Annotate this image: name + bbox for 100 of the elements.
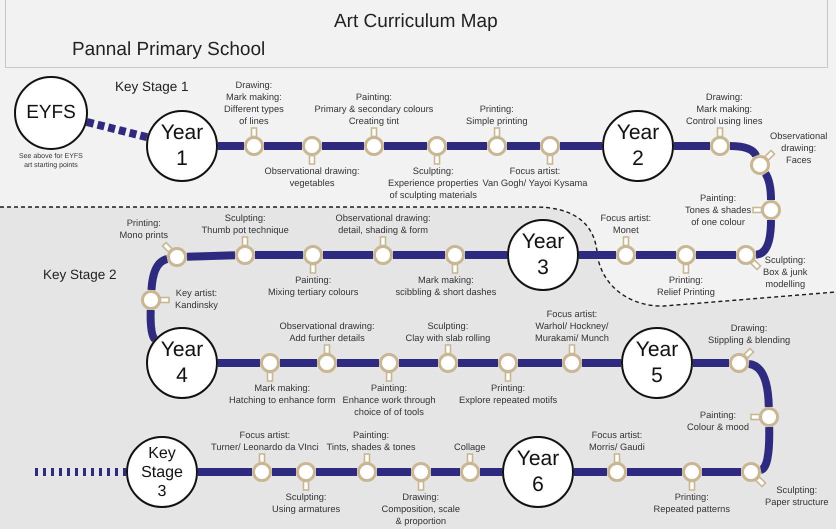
station-label: Key artist: Kandinsky (175, 287, 218, 311)
circle-label: Key Stage 3 (141, 444, 183, 500)
station-circle (710, 136, 730, 156)
station-label: Sculpting: Thumb pot technique (202, 212, 289, 236)
school-name: Pannal Primary School (72, 38, 266, 61)
dashed-route-line (86, 118, 148, 142)
circle-label: Year 2 (616, 120, 660, 172)
station-circle (616, 245, 636, 265)
route-line (218, 142, 244, 150)
route-line (337, 359, 379, 367)
station-circle (540, 136, 560, 156)
route-line (431, 468, 460, 476)
route-line (458, 359, 498, 367)
route-line (255, 251, 303, 259)
route-line (186, 251, 236, 261)
route-line (146, 310, 158, 342)
route-line (762, 171, 775, 200)
station-label: Painting: Enhance work through choice of of tools (342, 382, 436, 418)
route-line (384, 142, 427, 150)
route-line (323, 251, 373, 259)
station-label: Focus artist: Van Gogh/ Yayoi Kysama (482, 165, 588, 189)
route-line (579, 251, 616, 259)
route-line (693, 359, 729, 367)
route-line (316, 468, 357, 476)
route-line (465, 251, 507, 259)
circle-label: Year 3 (522, 229, 564, 281)
station-circle (487, 136, 507, 156)
station-label: Painting: Tints, shades & tones (326, 429, 416, 453)
title: Art Curriculum Map (334, 11, 498, 33)
station-label: Sculpting: Using armatures (272, 491, 340, 515)
station-circle (676, 245, 696, 265)
station-label: Drawing: Mark making: Control using lines (686, 91, 762, 127)
route-line (518, 359, 562, 367)
route-line (393, 251, 445, 259)
station-label: Focus artist: Turner/ Leonardo da VInci (211, 429, 319, 453)
route-line (730, 142, 760, 158)
station-circle (750, 155, 770, 175)
station-label: Drawing: Mark making: Different types of lines (224, 79, 284, 127)
station-circle (244, 136, 264, 156)
route-line (755, 220, 775, 259)
station-label: Printing: Mono prints (120, 217, 168, 241)
route-line (759, 426, 774, 474)
station-label: Sculpting: Experience properties of sculpting materials (388, 165, 478, 201)
route-line (696, 251, 736, 259)
circle-label: Year 5 (636, 337, 678, 389)
station-label: Drawing: Composition, scale & proportion (382, 491, 460, 527)
route-line (218, 359, 260, 367)
station-label: Sculpting: Clay with slab rolling (406, 320, 490, 344)
circle-label: Year 1 (160, 120, 204, 172)
station-circle (364, 136, 384, 156)
station-label: Observational drawing: Faces (770, 130, 828, 166)
station-label: Mark making: Hatching to enhance form (229, 382, 336, 406)
station-circle (736, 245, 756, 265)
station-label: Observational drawing: detail, shading & form (336, 212, 431, 236)
route-line (480, 468, 502, 476)
route-line (198, 468, 252, 476)
station-label: Focus artist: Monet (600, 212, 652, 236)
station-label: Sculpting: Paper structure (765, 484, 829, 508)
route-line (264, 142, 302, 150)
route-line (560, 142, 602, 150)
station-label: Printing: Repeated patterns (654, 491, 730, 515)
station-circle (302, 136, 322, 156)
station-label: Observational drawing: Add further details (280, 320, 375, 344)
station-label: Drawing: Stippling & blending (708, 322, 790, 346)
route-line (377, 468, 411, 476)
section-label: Key Stage 1 (115, 79, 189, 95)
station-label: Painting: Primary & secondary colours Creating tint (314, 91, 434, 127)
station-circle (761, 200, 781, 220)
station-label: Mark making: scibbling & short dashes (396, 274, 496, 298)
route-line (636, 251, 676, 259)
circle-label: Year 4 (160, 337, 204, 389)
station-label: Printing: Explore repeated motifs (459, 382, 558, 406)
route-line (148, 255, 168, 290)
circle-label: EYFS (26, 102, 76, 124)
route-line (399, 359, 438, 367)
route-line (280, 359, 317, 367)
station-label: Observational drawing: vegetables (264, 165, 360, 189)
route-line (447, 142, 487, 150)
route-line (674, 142, 710, 150)
route-line (507, 142, 540, 150)
station-label: Sculpting: Box & junk modelling (763, 254, 808, 290)
route-line (322, 142, 364, 150)
station-label: Focus artist: Morris/ Gaudi (589, 429, 645, 453)
station-label: Collage (454, 441, 486, 453)
route-line (582, 359, 621, 367)
route-line (702, 468, 741, 476)
station-label: Printing: Relief Printing (657, 274, 715, 298)
station-label: Painting: Tones & shades of one colour (685, 192, 752, 228)
station-label: Printing: Simple printing (466, 103, 528, 127)
station-label: Focus artist: Warhol/ Hockney/ Murakami/ Munch (535, 308, 609, 344)
route-line (574, 468, 607, 476)
dashed-route-line (33, 468, 126, 476)
route-line (272, 468, 296, 476)
circle-label: Year 6 (516, 446, 560, 498)
route-line (627, 468, 682, 476)
station-circle (427, 136, 447, 156)
route-line (748, 360, 773, 408)
section-label: Key Stage 2 (43, 267, 117, 283)
station-label: Painting: Mixing tertiary colours (268, 274, 358, 298)
station-label: Painting: Colour & mood (687, 409, 750, 433)
